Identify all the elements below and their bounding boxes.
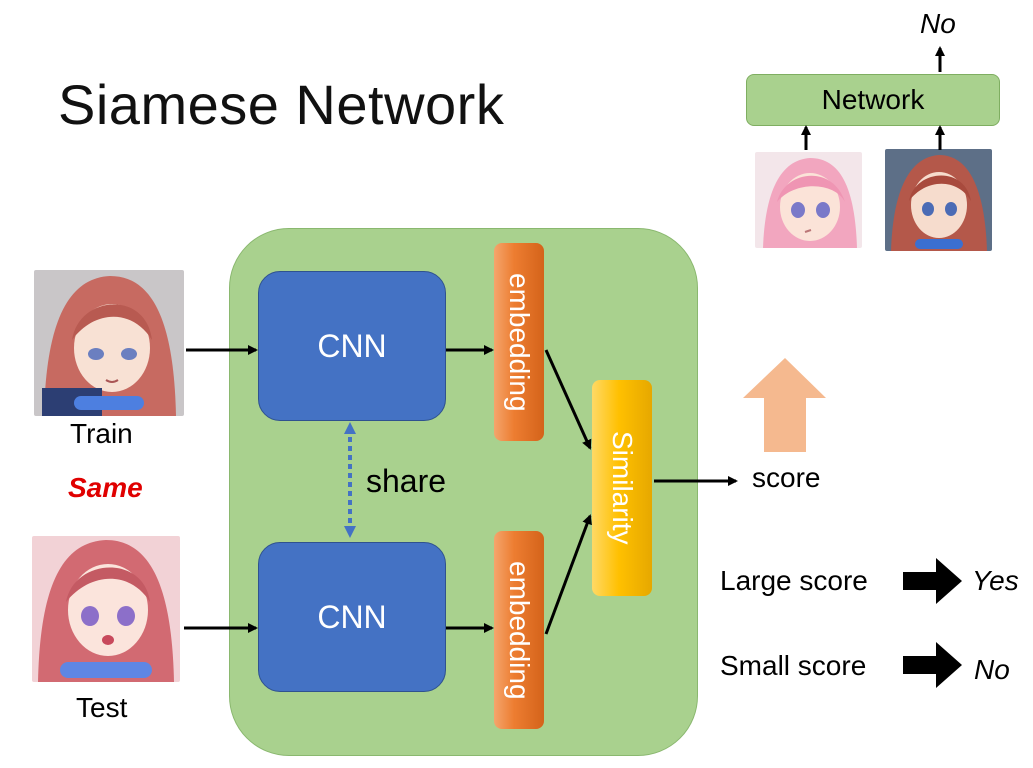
train-label: Train — [70, 418, 133, 449]
rule-large-condition: Large score — [720, 565, 868, 596]
same-label: Same — [68, 472, 143, 503]
share-label: share — [366, 463, 447, 499]
inset-image-1 — [755, 152, 862, 248]
embedding-bottom-label: embedding — [504, 560, 535, 700]
score-label: score — [752, 462, 821, 493]
embedding-block-top: embedding — [494, 243, 544, 441]
similarity-block: Similarity — [592, 380, 652, 596]
test-label: Test — [76, 692, 128, 723]
embedding-block-bottom: embedding — [494, 531, 544, 729]
cnn-top-label: CNN — [317, 327, 387, 364]
rule-small-condition: Small score — [720, 650, 867, 681]
anime-portrait-red-icon — [885, 149, 992, 251]
arrow-embedding-bottom-to-similarity — [544, 514, 592, 635]
similarity-label: Similarity — [607, 431, 638, 545]
inset-network-label: Network — [821, 84, 925, 115]
rule-small-arrow-icon — [903, 642, 962, 688]
cnn-bottom-label: CNN — [317, 598, 387, 635]
test-image — [32, 536, 180, 682]
cnn-block-top: CNN — [258, 271, 446, 421]
rule-large-result: Yes — [972, 565, 1019, 596]
embedding-top-label: embedding — [504, 272, 535, 412]
inset-network-box: Network — [746, 74, 1000, 126]
anime-portrait-test-icon — [32, 536, 180, 682]
train-image — [34, 270, 184, 416]
arrow-embedding-top-to-similarity — [544, 349, 592, 450]
anime-portrait-pink-icon — [755, 152, 862, 248]
rule-large-arrow-icon — [903, 558, 962, 604]
anime-portrait-train-icon — [34, 270, 184, 416]
inset-image-2 — [885, 149, 992, 251]
inset-output-label: No — [920, 8, 956, 39]
rule-small-result: No — [974, 654, 1010, 685]
up-arrow-icon — [743, 358, 826, 452]
page-title: Siamese Network — [58, 73, 505, 136]
cnn-block-bottom: CNN — [258, 542, 446, 692]
